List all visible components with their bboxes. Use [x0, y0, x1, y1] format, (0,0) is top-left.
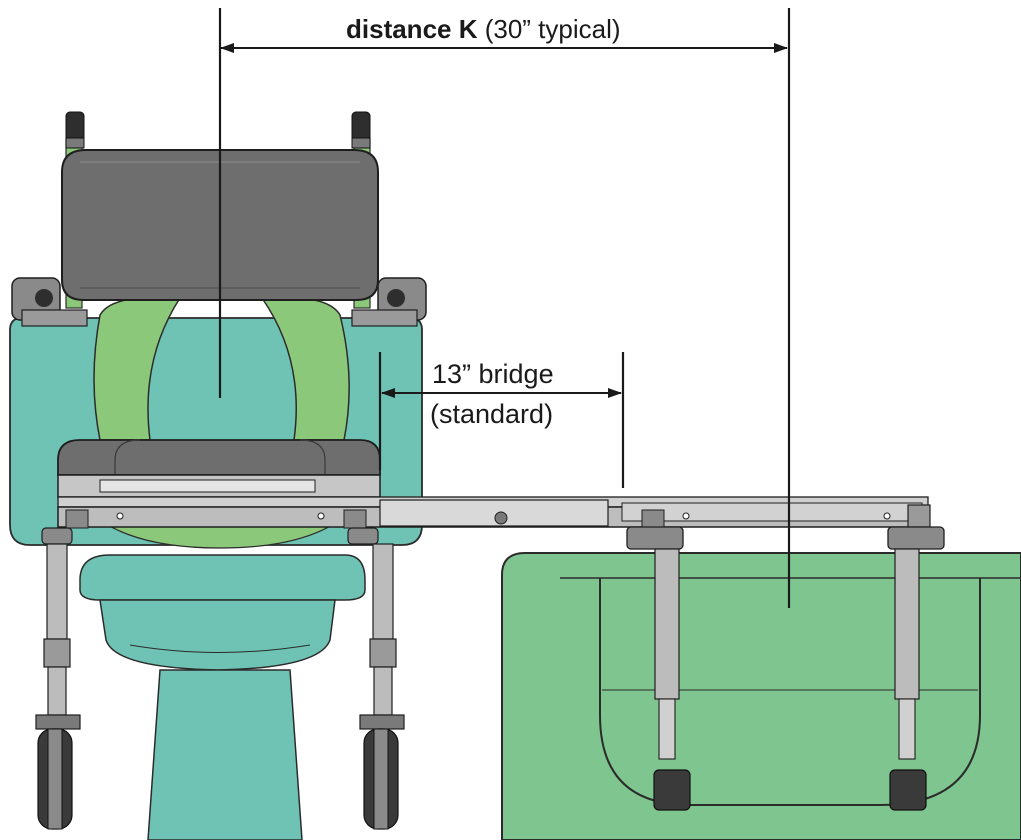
push-handle-right — [351, 111, 371, 149]
distance-k-bold: distance K — [346, 14, 478, 44]
dimension-bridge — [378, 352, 625, 488]
bathtub — [501, 552, 1021, 840]
distance-k-typical: (30” typical) — [478, 14, 621, 44]
distance-k-label: distance K (30” typical) — [346, 14, 621, 44]
bench-leg-left — [626, 526, 691, 811]
armrest-left — [11, 277, 88, 327]
chair-leg-right — [347, 527, 405, 830]
bridge-rail — [57, 474, 931, 529]
bridge-label-line1: 13” bridge — [432, 359, 554, 389]
toilet — [79, 554, 366, 840]
push-handle-left — [65, 111, 85, 149]
bridge-label-line2: (standard) — [430, 399, 553, 429]
dimension-distance-k — [218, 8, 791, 608]
bench-leg-right — [887, 526, 945, 811]
chair-leg-left — [35, 527, 81, 830]
armrest-right — [351, 277, 427, 327]
seat-cushion — [57, 439, 381, 476]
